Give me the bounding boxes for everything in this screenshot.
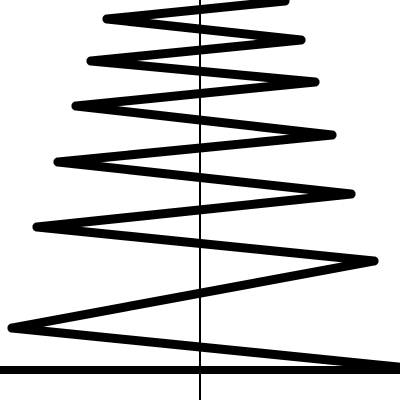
series-0-point-11 (102, 14, 112, 24)
series-0-point-0 (393, 362, 400, 372)
series-0-segment-11 (102, 0, 290, 24)
series-0-point-3 (32, 222, 42, 232)
series-0-segment-10 (102, 14, 306, 45)
series-0-point-12 (280, 0, 290, 6)
series-0-segment-8 (86, 56, 320, 87)
series-0-point-6 (327, 130, 337, 140)
series-0-segment-7 (71, 77, 320, 111)
series-0-point-8 (310, 77, 320, 87)
series-0-segment-3 (32, 189, 356, 232)
series-0-segment-1 (7, 256, 379, 333)
series-0-point-7 (71, 101, 81, 111)
series-0-point-9 (86, 56, 96, 66)
series-0-segment-4 (53, 157, 356, 199)
series-0-point-10 (296, 35, 306, 45)
series-0-segment-2 (32, 222, 379, 266)
series-0-segment-6 (71, 101, 337, 140)
series-0-point-2 (369, 256, 379, 266)
series-0-segment-9 (86, 35, 306, 66)
series-0-point-4 (346, 189, 356, 199)
series-0-point-5 (53, 157, 63, 167)
series-group (7, 0, 400, 372)
series-0-point-1 (7, 323, 17, 333)
series-0-segment-5 (53, 130, 337, 167)
series-0-segment-0 (7, 323, 400, 372)
